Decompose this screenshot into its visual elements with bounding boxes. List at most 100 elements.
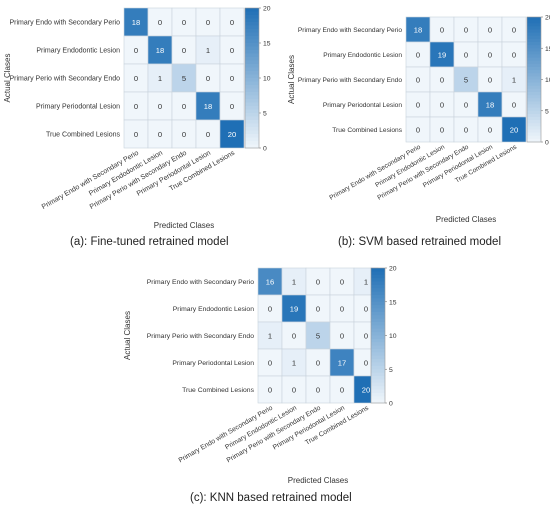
colorbar-band [371, 328, 385, 333]
cell-value: 0 [158, 102, 162, 111]
colorbar-band [245, 43, 259, 48]
cell-value: 0 [464, 126, 468, 135]
caption-b: (b): SVM based retrained model [338, 236, 501, 248]
row-label: True Combined Lesions [332, 127, 402, 134]
matrix-cell [171, 119, 197, 149]
cell-value: 1 [268, 332, 272, 341]
colorbar-band [527, 60, 541, 65]
cell-value: 0 [512, 101, 516, 110]
matrix-cell [453, 16, 479, 43]
cell-value: 1 [292, 278, 296, 287]
cell-value: 0 [512, 26, 516, 35]
matrix-cell [171, 91, 197, 121]
colorbar-band [371, 362, 385, 367]
colorbar-band [527, 95, 541, 99]
cell-value: 18 [486, 101, 494, 110]
column-label: Primary Perio with Secondary Endo [226, 405, 323, 465]
cell-value: 0 [230, 18, 234, 27]
cell-value: 1 [364, 278, 368, 287]
cell-value: 0 [364, 359, 368, 368]
matrix-cell [329, 375, 355, 404]
colorbar-band [527, 70, 541, 74]
cell-value: 0 [230, 74, 234, 83]
matrix-cell [429, 41, 455, 68]
colorbar-band [371, 345, 385, 350]
colorbar-band [371, 382, 385, 387]
colorbar-band [527, 48, 541, 52]
cell-value: 0 [464, 101, 468, 110]
x-axis-label: Predicted Clases [154, 221, 214, 230]
colorbar-band [527, 132, 541, 137]
y-axis-label: Actual Clases [3, 54, 12, 103]
matrix-cell [123, 35, 149, 65]
colorbar-band [245, 85, 259, 90]
cell-value: 0 [316, 359, 320, 368]
colorbar-band [371, 332, 385, 337]
colorbar-band [371, 376, 385, 380]
colorbar-band [245, 78, 259, 83]
row-label: True Combined Lesions [46, 132, 121, 139]
cell-value: 0 [158, 130, 162, 139]
colorbar-band [527, 123, 541, 127]
colorbar-tick-label: 5 [263, 111, 267, 118]
cell-value: 0 [440, 26, 444, 35]
cell-value: 0 [488, 26, 492, 35]
colorbar-band [371, 392, 385, 397]
colorbar-band [527, 26, 541, 31]
row-label: Primary Endodontic Lesion [36, 48, 120, 55]
cell-value: 0 [340, 278, 344, 287]
colorbar-band [245, 60, 259, 65]
matrix-cell [281, 267, 307, 296]
colorbar-tick-label: 10 [545, 77, 550, 84]
colorbar-band [245, 106, 259, 111]
colorbar-tick-label: 15 [545, 46, 550, 53]
cell-value: 0 [488, 126, 492, 135]
colorbar-band [527, 73, 541, 77]
colorbar-band [527, 29, 541, 34]
colorbar-tick-label: 0 [263, 146, 267, 153]
colorbar-band [245, 88, 259, 93]
matrix-cell [329, 321, 355, 350]
colorbar-band [371, 325, 385, 330]
matrix-cell [171, 35, 197, 65]
colorbar-band [527, 113, 541, 118]
colorbar-band [371, 396, 385, 401]
colorbar-band [371, 298, 385, 303]
colorbar-band [245, 8, 259, 13]
colorbar-band [371, 315, 385, 320]
colorbar-band [371, 291, 385, 296]
x-axis-label: Predicted Clases [288, 476, 348, 485]
cell-value: 5 [316, 332, 320, 341]
colorbar-band [245, 127, 259, 132]
colorbar-band [371, 268, 385, 272]
colorbar-band [371, 274, 385, 279]
matrix-cell [305, 348, 331, 377]
matrix-cell [123, 7, 149, 37]
matrix-cell [429, 66, 455, 93]
cell-value: 16 [266, 278, 274, 287]
row-label: Primary Periodontal Lesion [323, 102, 402, 109]
colorbar-band [371, 318, 385, 323]
column-label: Primary Endo with Secondary Perio [178, 405, 275, 465]
cell-value: 0 [512, 51, 516, 60]
colorbar-band [371, 301, 385, 306]
colorbar-band [245, 137, 259, 142]
cell-value: 0 [340, 305, 344, 314]
colorbar-band [527, 135, 541, 140]
matrix-cell [477, 41, 503, 68]
colorbar-band [245, 25, 259, 30]
matrix-cell [405, 16, 431, 43]
colorbar-band [527, 79, 541, 84]
matrix-cell [147, 119, 173, 149]
matrix-cell [257, 267, 283, 296]
colorbar-band [371, 386, 385, 391]
column-label: Primary Endo with Secondary Perio [41, 150, 140, 211]
colorbar-tick-label: 15 [263, 41, 271, 48]
colorbar-band [527, 92, 541, 96]
matrix-cell [329, 348, 355, 377]
matrix-cell [305, 375, 331, 404]
colorbar-band [371, 288, 385, 293]
colorbar-band [371, 295, 385, 299]
colorbar-band [245, 74, 259, 79]
cell-value: 20 [510, 126, 518, 135]
